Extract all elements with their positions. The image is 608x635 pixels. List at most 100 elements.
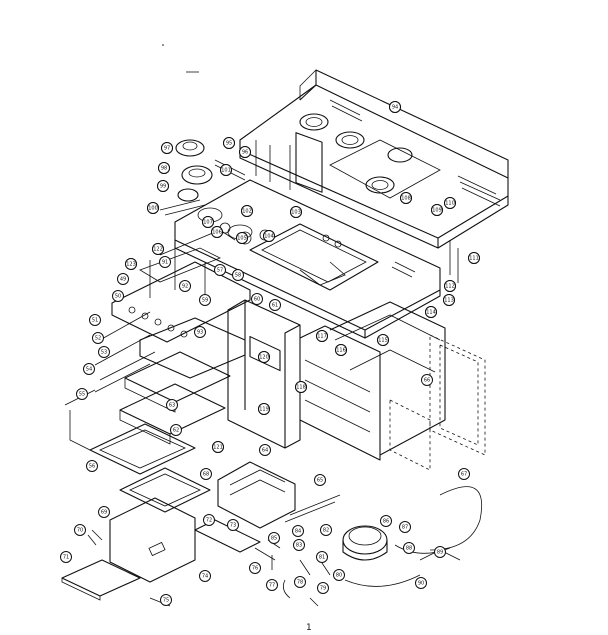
callout-circle <box>258 403 270 415</box>
callout-label: 100 <box>148 206 158 212</box>
callout-label: 60 <box>254 297 260 303</box>
callout-circle <box>200 468 212 480</box>
callout-label: 53 <box>101 350 107 356</box>
callout-label: 110 <box>445 201 455 207</box>
callout-68: 68 <box>200 468 212 480</box>
callout-77: 77 <box>266 579 278 591</box>
callout-label: 57 <box>217 268 223 274</box>
callout-label: 71 <box>63 555 69 561</box>
callout-circle <box>89 314 101 326</box>
callout-circle <box>199 570 211 582</box>
callout-121: 121 <box>212 441 224 453</box>
callout-label: 120 <box>259 355 269 361</box>
callout-label: 78 <box>297 580 303 586</box>
callout-118: 118 <box>295 381 307 393</box>
callout-circle <box>112 290 124 302</box>
callout-circle <box>232 269 244 281</box>
callout-52: 52 <box>92 332 104 344</box>
callout-116: 116 <box>335 344 347 356</box>
callout-74: 74 <box>199 570 211 582</box>
callout-circle <box>269 299 281 311</box>
callout-label: 117 <box>317 334 327 340</box>
callout-circle <box>202 216 214 228</box>
callout-96: 96 <box>239 146 251 158</box>
callout-102: 102 <box>241 205 253 217</box>
callout-123: 123 <box>125 258 137 270</box>
callout-label: 112 <box>445 284 455 290</box>
callout-circle <box>83 363 95 375</box>
page-number: 1 <box>306 623 312 633</box>
callout-label: 52 <box>95 336 101 342</box>
callout-circle <box>74 524 86 536</box>
callout-circle <box>444 197 456 209</box>
callout-circle <box>293 539 305 551</box>
callout-circle <box>160 594 172 606</box>
callout-label: 123 <box>126 262 136 268</box>
callout-label: 54 <box>86 367 92 373</box>
callout-label: 116 <box>336 348 346 354</box>
callout-98: 98 <box>158 162 170 174</box>
callout-89: 89 <box>434 546 446 558</box>
callout-circle <box>258 351 270 363</box>
counter-top <box>174 179 441 339</box>
callout-label: 73 <box>230 523 236 529</box>
callout-109: 109 <box>431 204 443 216</box>
callout-label: 103 <box>291 210 301 216</box>
callout-49: 49 <box>117 273 129 285</box>
callout-94: 94 <box>389 101 401 113</box>
callout-label: 95 <box>226 141 232 147</box>
compressor <box>342 486 482 587</box>
callout-circle <box>251 293 263 305</box>
callout-label: 56 <box>89 464 95 470</box>
callout-label: 91 <box>162 260 168 266</box>
callout-107: 107 <box>202 216 214 228</box>
callout-117: 117 <box>316 330 328 342</box>
callout-label: 83 <box>296 543 302 549</box>
callout-label: 108 <box>401 196 411 202</box>
callout-label: 90 <box>418 581 424 587</box>
callout-circle <box>157 180 169 192</box>
callout-label: 72 <box>206 518 212 524</box>
callout-circle <box>212 441 224 453</box>
callout-label: 59 <box>202 298 208 304</box>
callout-label: 101 <box>221 168 231 174</box>
callout-label: 84 <box>295 529 301 535</box>
callout-label: 75 <box>163 598 169 604</box>
callout-108: 108 <box>400 192 412 204</box>
callout-66: 66 <box>421 374 433 386</box>
callout-label: 68 <box>203 472 209 478</box>
callout-120: 120 <box>258 351 270 363</box>
range-top <box>239 69 509 249</box>
callout-71: 71 <box>60 551 72 563</box>
callout-label: 98 <box>161 166 167 172</box>
callout-101: 101 <box>220 164 232 176</box>
callout-circle <box>179 280 191 292</box>
callout-circle <box>259 444 271 456</box>
callout-67: 67 <box>458 468 470 480</box>
callout-label: 94 <box>392 105 398 111</box>
lower-components <box>61 461 341 601</box>
callout-label: 107 <box>203 220 213 226</box>
callout-label: 62 <box>173 428 179 434</box>
callout-label: 115 <box>378 338 388 344</box>
callout-label: 79 <box>320 586 326 592</box>
callout-circle <box>60 551 72 563</box>
callout-circle <box>458 468 470 480</box>
callout-label: 86 <box>383 519 389 525</box>
callout-circle <box>158 162 170 174</box>
callout-label: 104 <box>264 234 274 240</box>
callout-circle <box>194 326 206 338</box>
callout-label: 66 <box>424 378 430 384</box>
callout-105: 105 <box>236 232 248 244</box>
callout-119: 119 <box>258 403 270 415</box>
callout-circle <box>263 230 275 242</box>
callout-label: 87 <box>402 525 408 531</box>
callout-75: 75 <box>160 594 172 606</box>
callout-circle <box>152 243 164 255</box>
callout-circle <box>399 521 411 533</box>
callout-circle <box>468 252 480 264</box>
callout-circle <box>335 344 347 356</box>
callout-circle <box>443 294 455 306</box>
callout-circle <box>380 515 392 527</box>
callout-circle <box>220 164 232 176</box>
